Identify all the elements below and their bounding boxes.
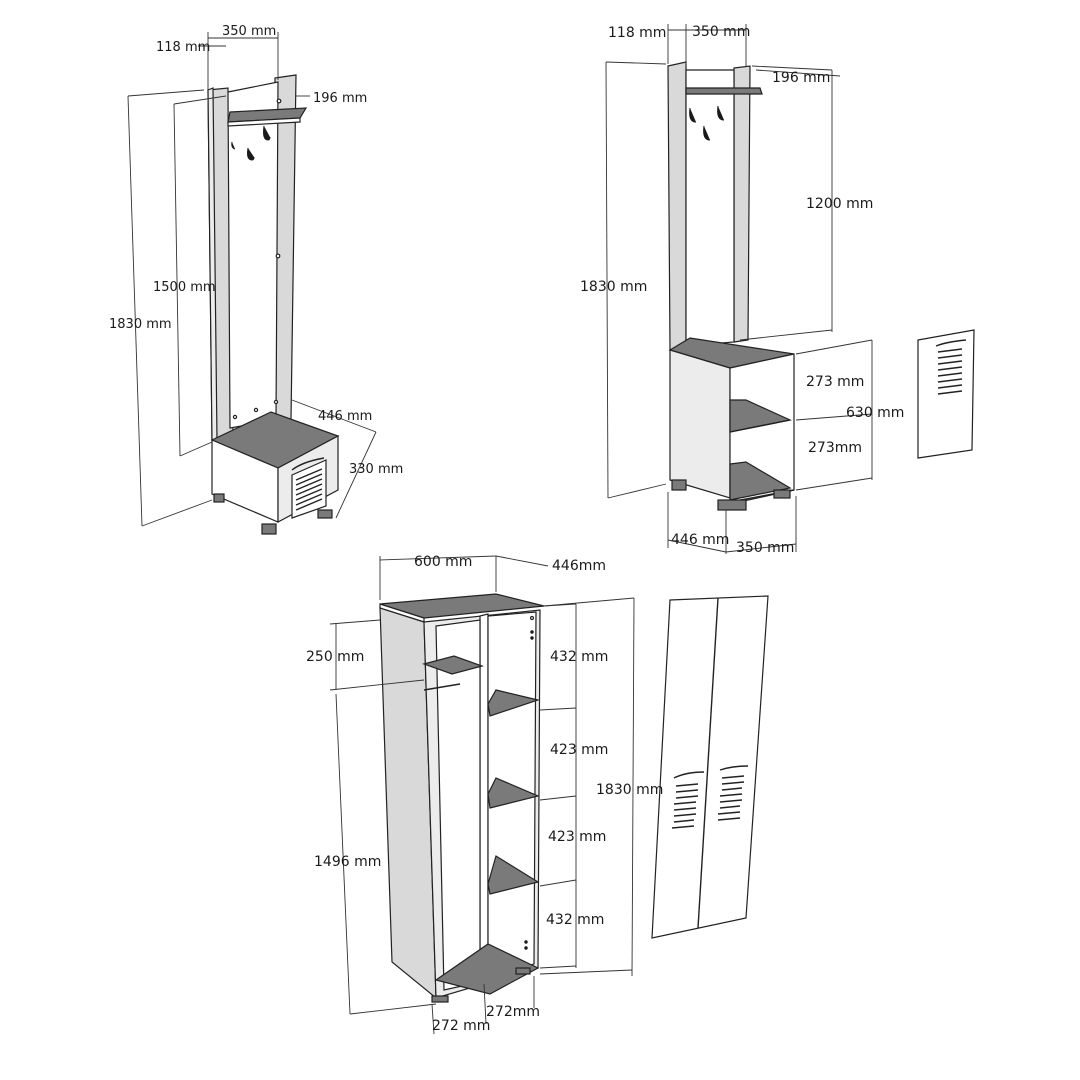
double-door-panel xyxy=(651,595,769,939)
left-panel-height-label: 1500 mm xyxy=(153,280,216,295)
right-shelf-lower-label: 273mm xyxy=(808,440,862,456)
left-total-height-label: 1830 mm xyxy=(109,317,172,332)
right-base-width-label: 350 mm xyxy=(736,540,794,556)
wardrobe-right-bottom-label: 272mm xyxy=(486,1004,540,1020)
right-total-height-label: 1830 mm xyxy=(580,279,647,295)
wardrobe-width-label: 600 mm xyxy=(414,554,472,570)
right-shelf-upper-label: 273 mm xyxy=(806,374,864,390)
hall-stand-left xyxy=(127,32,377,535)
wardrobe-shelf-2-label: 423 mm xyxy=(550,742,608,758)
left-shelf-depth-label: 196 mm xyxy=(313,91,367,106)
wardrobe-top-space-label: 250 mm xyxy=(306,649,364,665)
right-shelf-depth-label: 196 mm xyxy=(772,70,830,86)
wardrobe-hanging-height-label: 1496 mm xyxy=(314,854,381,870)
right-upper-height-label: 1200 mm xyxy=(806,196,873,212)
small-door-panel xyxy=(917,329,975,459)
right-cabinet-height-label: 630 mm xyxy=(846,405,904,421)
wardrobe-shelf-3-label: 423 mm xyxy=(548,829,606,845)
hall-stand-right xyxy=(605,24,873,554)
right-width-label: 350 mm xyxy=(692,24,750,40)
right-side-panel-label: 118 mm xyxy=(608,25,666,41)
wardrobe-shelf-4-label: 432 mm xyxy=(546,912,604,928)
door-height-label: 1830 mm xyxy=(596,782,663,798)
left-side-panel-label: 118 mm xyxy=(156,40,210,55)
left-bench-height-label: 330 mm xyxy=(349,462,403,477)
wardrobe xyxy=(329,555,635,1035)
left-bench-depth-label: 446 mm xyxy=(318,409,372,424)
vent-grille xyxy=(291,457,327,519)
wardrobe-depth-label: 446mm xyxy=(552,558,606,574)
right-depth-label: 446 mm xyxy=(671,532,729,548)
wardrobe-left-bottom-label: 272 mm xyxy=(432,1018,490,1034)
left-width-label: 350 mm xyxy=(222,24,276,39)
wardrobe-shelf-1-label: 432 mm xyxy=(550,649,608,665)
